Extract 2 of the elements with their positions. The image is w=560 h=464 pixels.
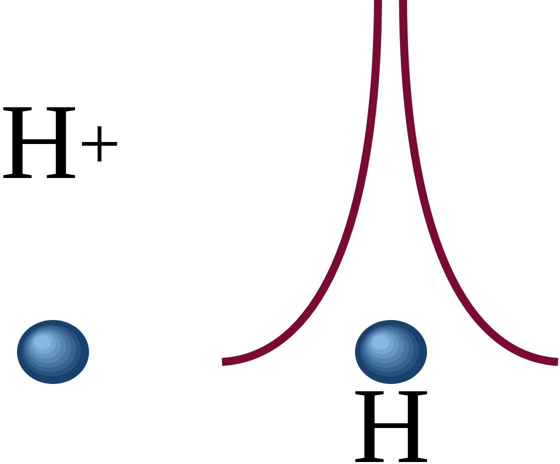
particle-label: H xyxy=(355,391,428,462)
particle-label: H$^{+}$ xyxy=(3,107,118,178)
